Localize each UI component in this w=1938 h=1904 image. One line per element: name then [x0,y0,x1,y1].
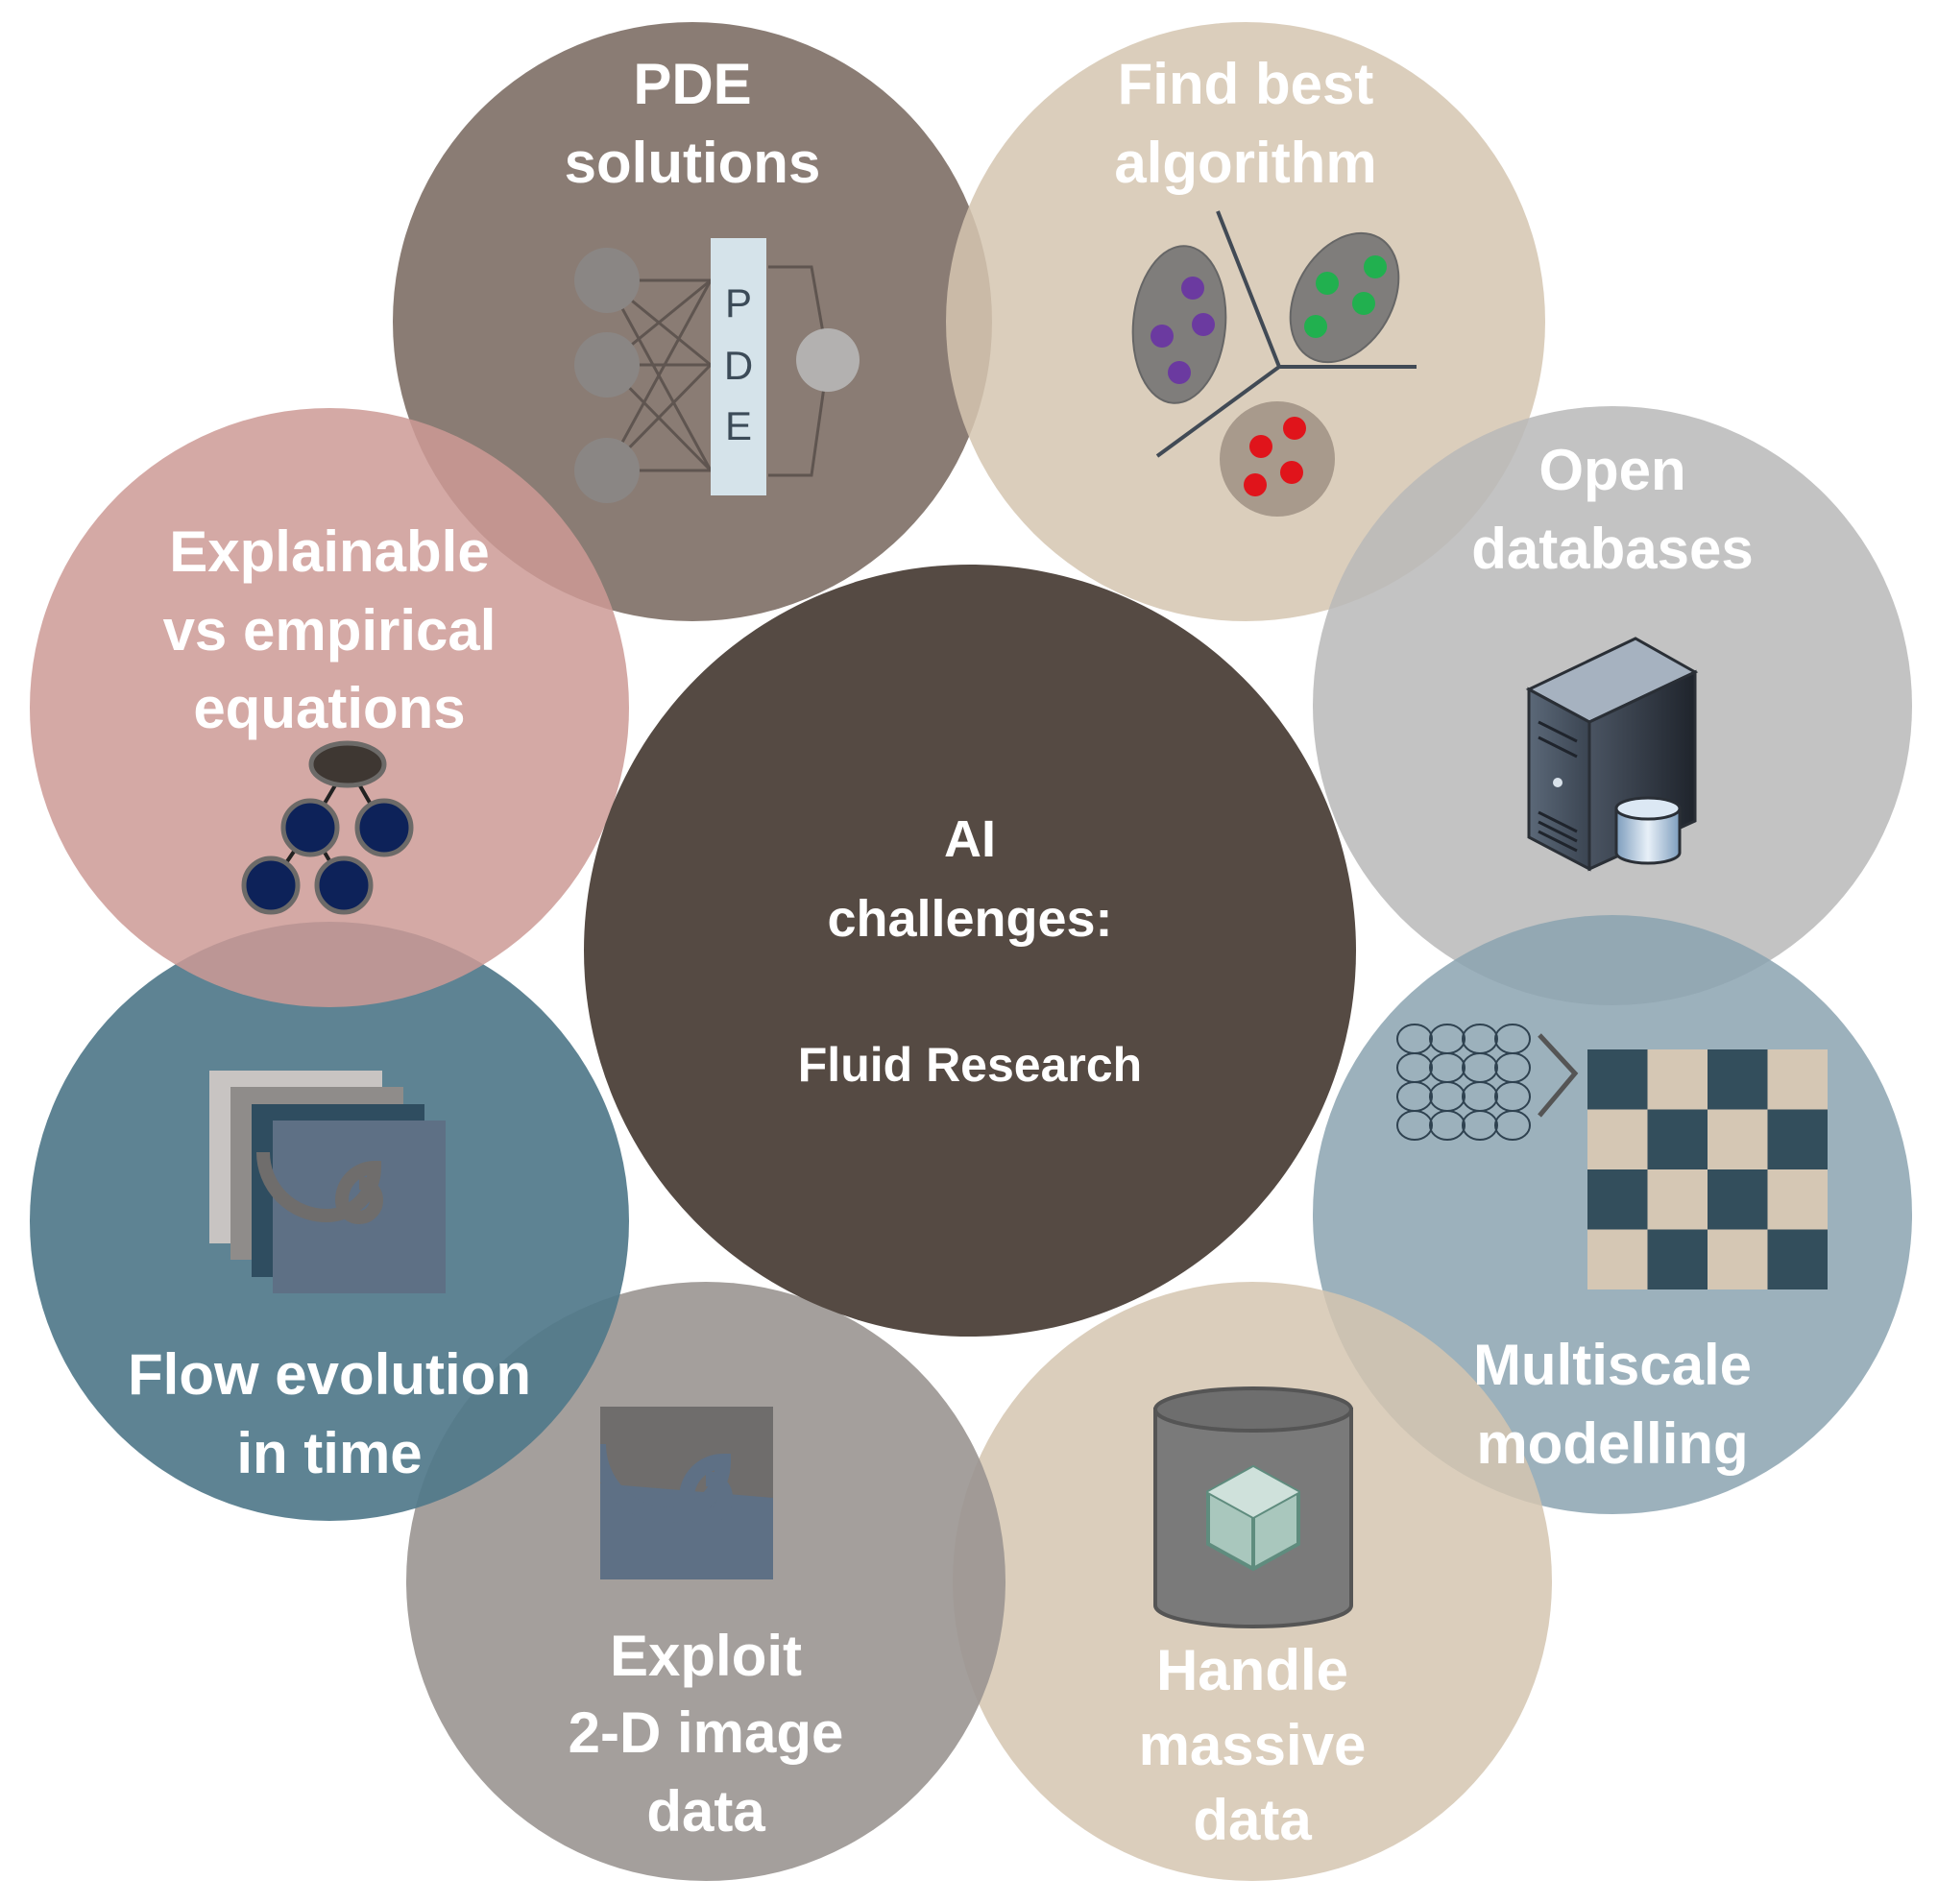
databases-label-line2: databases [1471,517,1754,581]
explainable-label-line2: vs empirical [163,598,497,663]
multiscale-label-line1: Multiscale [1473,1333,1752,1397]
center-circle [584,565,1356,1337]
multiscale-label-line2: modelling [1476,1411,1748,1476]
massive-label-line3: data [1193,1788,1312,1852]
bubble-explainable-equations [30,408,629,1007]
flow-label-line1: Flow evolution [128,1342,531,1407]
massive-label-line2: massive [1139,1713,1367,1777]
pde-layer-letter-d: D [724,343,753,388]
algorithm-label-line1: Find best [1118,52,1374,116]
checkerboard [1587,1049,1828,1289]
center-title-line2: challenges: [827,890,1112,948]
databases-label-line1: Open [1538,438,1685,502]
explainable-label-line1: Explainable [169,519,489,584]
massive-label-line1: Handle [1156,1638,1348,1702]
bubble-exploit-image-data [406,1282,1005,1881]
pde-layer-box [711,238,766,495]
vortex-image-icon [600,1407,773,1579]
pde-label-line1: PDE [633,52,751,116]
image-stack-icon [209,1071,446,1293]
pde-layer-letter-p: P [725,280,752,325]
flow-label-line2: in time [236,1421,422,1485]
tree-graph-icon [241,740,414,915]
explainable-label-line3: equations [193,676,465,740]
bubble-pde-solutions [393,22,992,621]
neural-network-icon: P D E [574,238,860,503]
bubble-find-best-algorithm [946,22,1545,621]
clustering-icon [1131,210,1417,517]
center-subtitle: Fluid Research [798,1038,1142,1092]
image-label-line3: data [646,1779,765,1844]
server-database-icon [1525,637,1699,872]
algorithm-label-line2: algorithm [1114,131,1376,195]
image-label-line1: Exploit [610,1624,802,1688]
database-cylinder-icon [1153,1386,1353,1628]
pde-label-line2: solutions [565,131,821,195]
multiscale-grid-icon [1396,1024,1828,1289]
center-title-line1: AI [944,810,996,868]
pde-layer-letter-e: E [725,403,752,448]
image-label-line2: 2-D image [569,1700,844,1765]
